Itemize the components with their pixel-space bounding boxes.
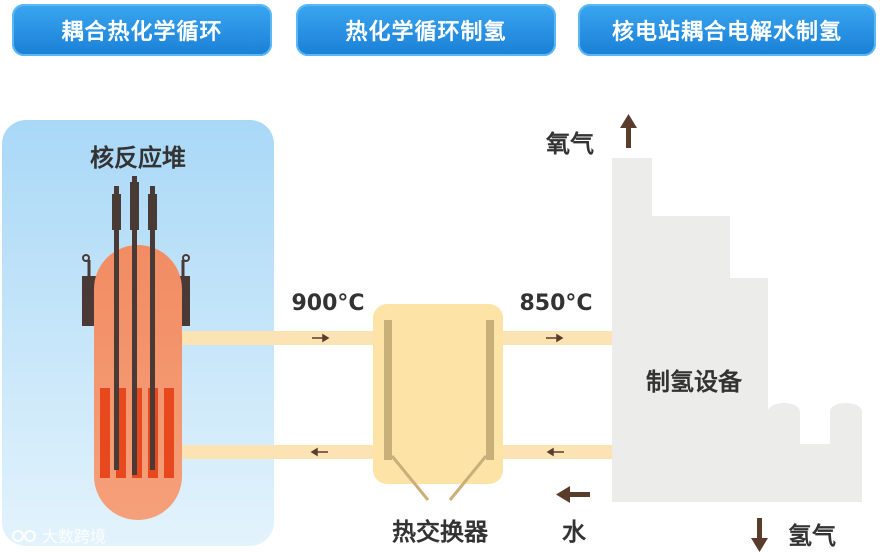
flow-arrow-icon	[310, 333, 564, 457]
arrow-up-icon	[620, 114, 637, 148]
watermark: 大数跨境	[12, 527, 106, 546]
reactor-side-block-left	[82, 276, 96, 326]
plant-label: 制氢设备	[646, 368, 743, 396]
return-pipe	[180, 445, 376, 459]
oxygen-label: 氧气	[546, 130, 594, 158]
hydrogen-plant	[612, 158, 862, 502]
tab-nuclear-electrolysis-hydrogen[interactable]: 核电站耦合电解水制氢	[578, 4, 876, 56]
exchanger-plate-right	[486, 320, 494, 460]
exchanger-plate-left	[384, 320, 392, 460]
tab-thermochemical-hydrogen[interactable]: 热化学循环制氢	[296, 4, 556, 56]
watermark-text: 大数跨境	[42, 527, 106, 546]
hydrogen-label: 氢气	[788, 522, 836, 550]
cool-temp-label: 850°C	[519, 291, 592, 316]
watermark-logo-icon	[12, 530, 24, 542]
reactor-label: 核反应堆	[90, 144, 186, 172]
arrow-left-icon	[556, 486, 590, 503]
reactor-vessel	[94, 245, 182, 520]
heat-exchanger	[373, 304, 503, 484]
arrow-down-icon	[751, 518, 768, 552]
tab-coupled-thermochemical-cycle[interactable]: 耦合热化学循环	[12, 4, 272, 56]
hot-pipe	[180, 331, 376, 345]
hot-temp-label: 900°C	[291, 291, 364, 316]
water-label: 水	[562, 518, 587, 546]
control-rods	[112, 176, 157, 475]
exchanger-label: 热交换器	[392, 518, 489, 546]
